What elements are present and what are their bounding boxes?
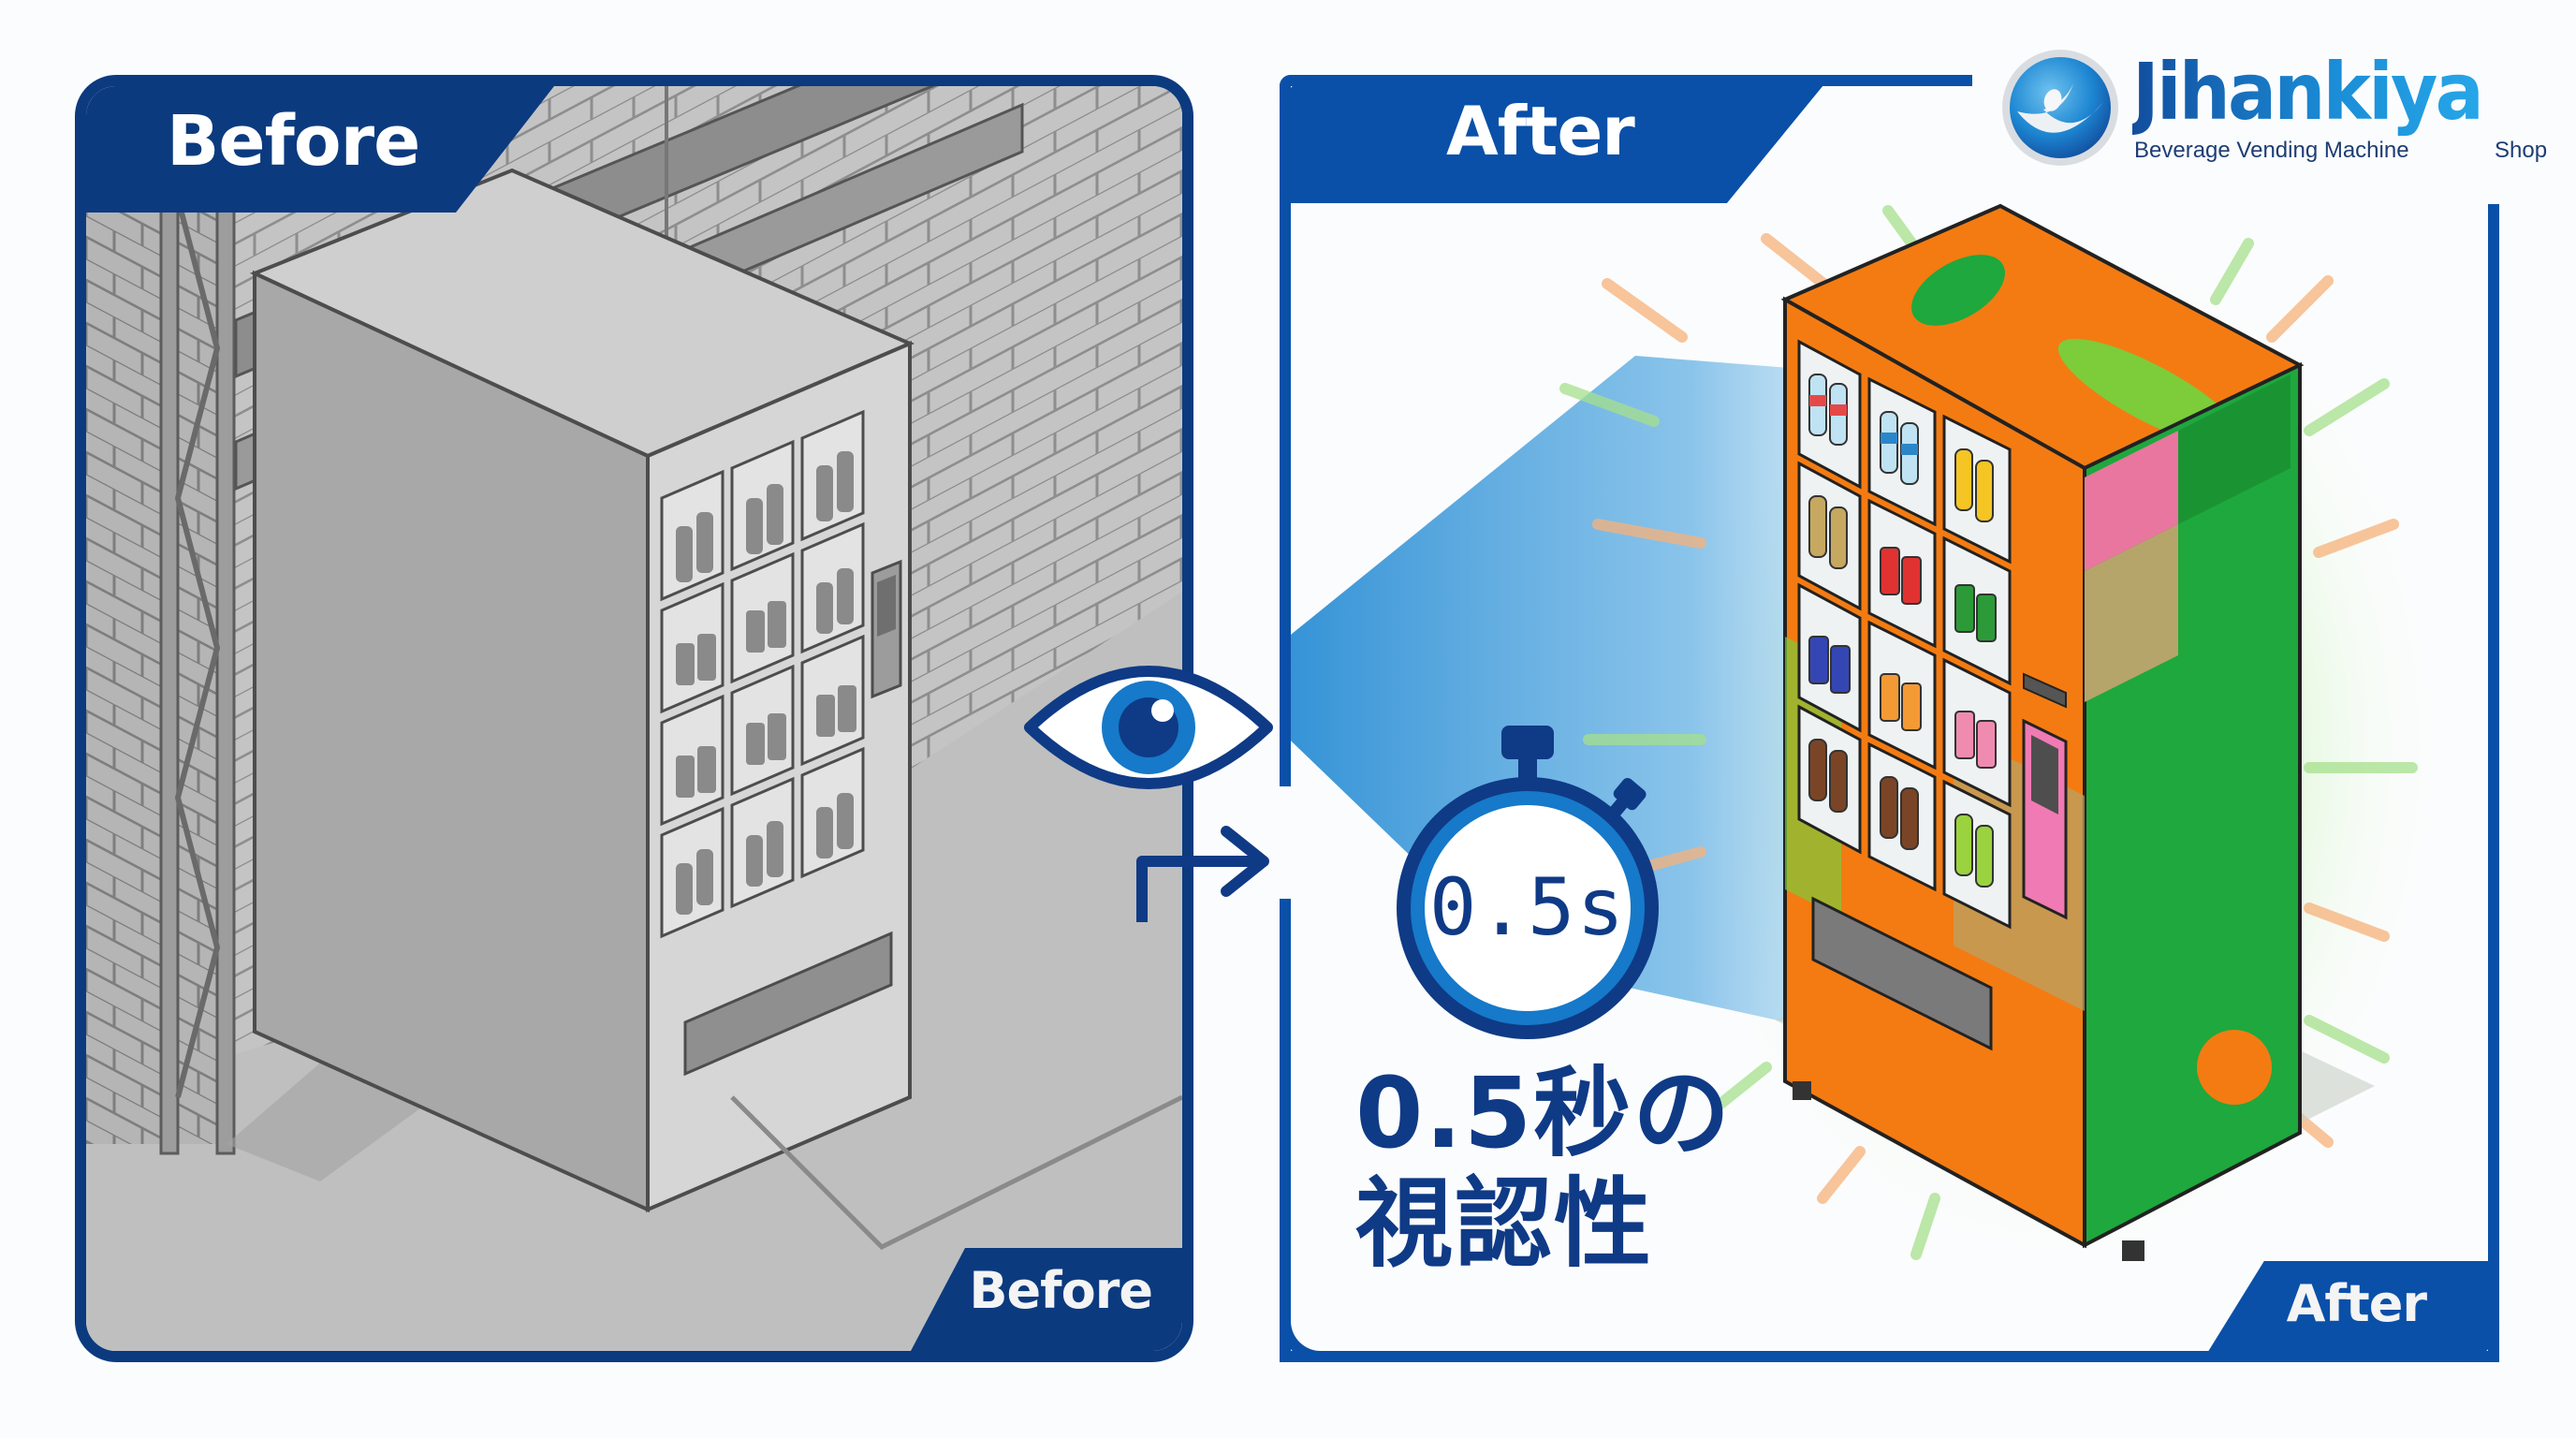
before-footer-tab: Before <box>911 1248 1182 1351</box>
after-vending-machine <box>1776 203 2375 1261</box>
headline-line-2: 視認性 <box>1355 1167 1654 1281</box>
globe-swoosh-logo-icon <box>2002 50 2118 166</box>
before-vending-machine <box>249 168 915 1213</box>
after-bottom-border <box>1280 1351 2499 1362</box>
after-right-border <box>2488 204 2499 1362</box>
after-left-border <box>1280 75 1291 786</box>
brand-tagline: Beverage Vending Machine <box>2134 138 2409 163</box>
stopwatch-display: 0.5s <box>1428 861 1627 953</box>
stopwatch-icon: 0.5s <box>1387 721 1668 1049</box>
eye-icon <box>1024 666 1273 789</box>
headline-line-1: 0.5秒の <box>1355 1056 1733 1170</box>
before-scene-illustration <box>86 86 1182 1351</box>
after-footer-label: After <box>2286 1274 2427 1333</box>
brand-name: Jihankiya <box>2132 46 2484 138</box>
headline: 0.5秒の 視認性 <box>1355 1058 1732 1279</box>
before-header-label: Before <box>167 101 420 182</box>
before-header-tab: Before <box>86 86 554 213</box>
after-header-tab: After <box>1280 75 1832 203</box>
before-footer-label: Before <box>969 1261 1153 1320</box>
brand-tagline-suffix: Shop <box>2495 138 2548 163</box>
after-header-label: After <box>1446 92 1635 170</box>
before-panel: Before Before <box>75 75 1193 1362</box>
after-left-border-lower <box>1280 899 1291 1362</box>
arrow-right-icon <box>1136 826 1269 922</box>
brand-logo: Jihankiya Beverage Vending Machine Shop <box>1998 42 2547 173</box>
